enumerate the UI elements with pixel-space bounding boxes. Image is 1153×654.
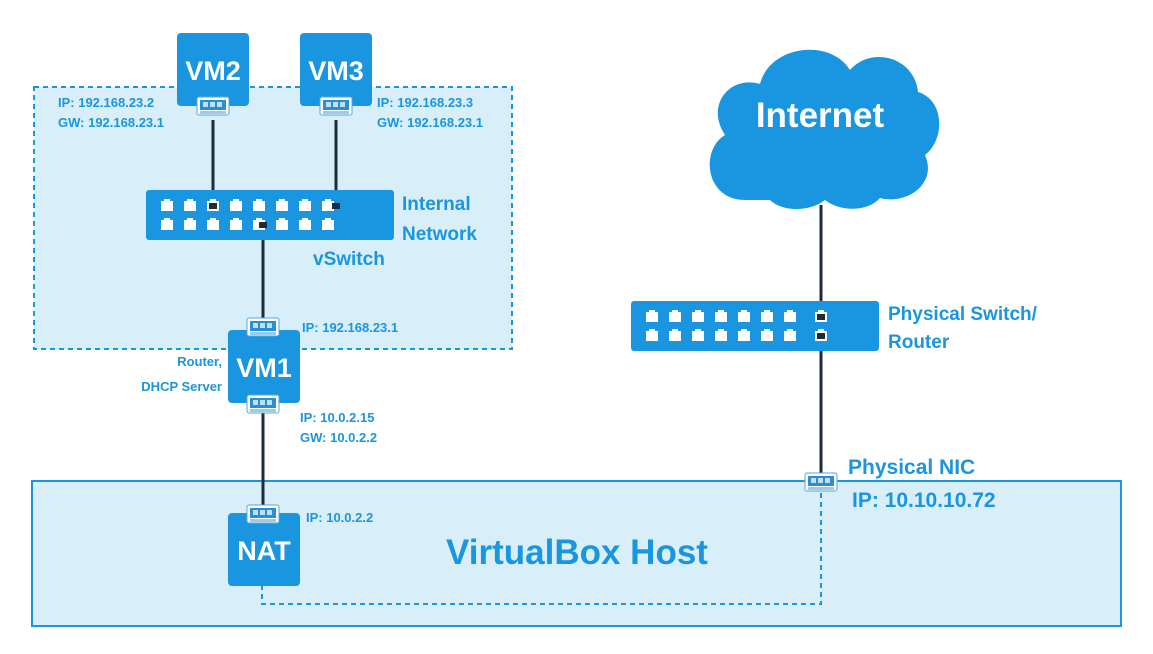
vm2-box: VM2	[177, 33, 249, 106]
internal-network-label-1: Internal	[402, 194, 471, 215]
vm2-title: VM2	[185, 56, 241, 86]
host-internal-path	[261, 490, 822, 605]
physical-nic-label: Physical NIC	[848, 456, 975, 479]
host-label: VirtualBox Host	[446, 533, 708, 572]
vm1-gw-external: GW: 10.0.2.2	[300, 430, 377, 445]
internal-vswitch	[146, 190, 394, 240]
internet-cloud-icon: Internet	[709, 49, 940, 209]
vm1-role-2: DHCP Server	[141, 379, 222, 394]
vm3-nic-icon	[319, 96, 353, 116]
vm1-ip-internal: IP: 192.168.23.1	[302, 320, 398, 335]
nat-box: NAT	[228, 513, 300, 586]
internet-title: Internet	[756, 96, 885, 135]
vm1-internal-nic-icon	[246, 317, 280, 337]
physical-switch-label-2: Router	[888, 332, 950, 353]
vm1-external-nic-icon	[246, 394, 280, 414]
vm3-box: VM3	[300, 33, 372, 106]
nat-nic-icon	[246, 504, 280, 524]
vm2-ip: IP: 192.168.23.2	[58, 95, 154, 110]
nat-ip: IP: 10.0.2.2	[306, 510, 373, 525]
physical-switch-label-1: Physical Switch/	[888, 304, 1038, 325]
physical-nic-icon	[804, 472, 838, 492]
vm3-ip: IP: 192.168.23.3	[377, 95, 473, 110]
vm2-nic-icon	[196, 96, 230, 116]
vm2-gw: GW: 192.168.23.1	[58, 115, 164, 130]
physical-switch	[631, 301, 879, 351]
vm1-title: VM1	[236, 353, 292, 383]
virtualbox-host-region: VirtualBox Host	[31, 480, 1122, 627]
vswitch-label: vSwitch	[313, 249, 385, 270]
vm3-title: VM3	[308, 56, 364, 86]
vm1-role-1: Router,	[177, 354, 222, 369]
vm1-box: VM1	[228, 330, 300, 403]
vm3-gw: GW: 192.168.23.1	[377, 115, 483, 130]
internal-network-label-2: Network	[402, 224, 477, 245]
physical-nic-ip: IP: 10.10.10.72	[852, 489, 996, 512]
nat-title: NAT	[237, 536, 291, 566]
vm1-ip-external: IP: 10.0.2.15	[300, 410, 374, 425]
